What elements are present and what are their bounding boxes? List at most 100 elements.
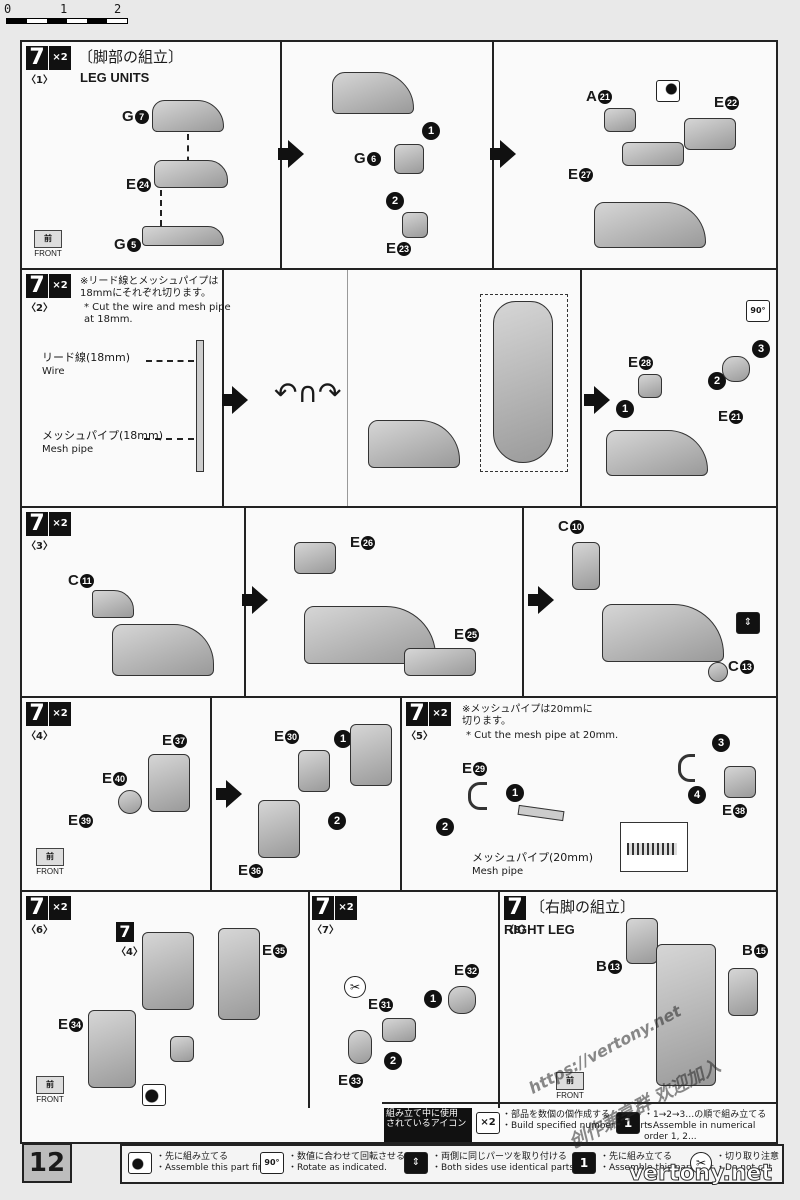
guide-line <box>144 438 194 440</box>
step-order-2: 2 <box>436 818 454 836</box>
mesh-label-jp: メッシュパイプ(18mm) <box>42 429 164 442</box>
panel-7-5: 7×2 〈5〉 ※メッシュパイプは20mmに 切ります。 * Cut the m… <box>402 698 776 890</box>
mesh-label-jp: メッシュパイプ(20mm) <box>472 851 594 864</box>
bend-wire-icon: ↶∩↷ <box>274 376 342 409</box>
step-number: 7 <box>26 702 48 726</box>
detail-box <box>480 294 568 472</box>
part-leg-unit <box>606 430 708 476</box>
assemble-first-alt-icon: 1 <box>572 1152 596 1174</box>
step-order-2: 2 <box>384 1052 402 1070</box>
step-badge: 7×2 〈1〉 <box>26 46 71 86</box>
step-badge: 7×2 〈4〉 <box>26 702 71 742</box>
cut-note-en: * Cut the mesh pipe at 20mm. <box>466 730 619 741</box>
front-indicator: 前 FRONT <box>556 1072 584 1100</box>
both-sides-icon: ⇕ <box>404 1152 428 1174</box>
legend-build-number: ・部品を数個の個作成する・Build specified number of p… <box>502 1110 656 1131</box>
front-icon: 前 <box>36 848 64 866</box>
detail-inset <box>620 822 688 872</box>
step-substep: 〈6〉 <box>26 925 53 936</box>
rotate-icon: 90° <box>746 300 770 322</box>
section-title-jp: 〔右脚の組立〕 <box>530 898 636 916</box>
step-substep: 〈7〉 <box>312 925 339 936</box>
part-e24 <box>154 160 228 188</box>
symbols-legend-bottom: ・先に組み立てる・Assemble this part first. 90° ・… <box>120 1144 784 1184</box>
part-e30 <box>298 750 330 792</box>
wire-bent <box>678 754 695 782</box>
panel-7-2-c <box>348 270 582 506</box>
multiplier: ×2 <box>49 274 71 298</box>
multiply-icon: ×2 <box>476 1112 500 1134</box>
step-order-1: 1 <box>334 730 352 748</box>
multiplier: ×2 <box>49 896 71 920</box>
multiplier: ×2 <box>49 702 71 726</box>
part-e37-assembled <box>350 724 392 786</box>
wire-piece <box>196 340 204 472</box>
assemble-first-icon <box>142 1084 166 1106</box>
do-not-cut-icon: ✂ <box>690 1152 712 1174</box>
ruler-mark-2: 2 <box>114 2 122 16</box>
ruler-bar <box>6 18 128 24</box>
step-order-2: 2 <box>386 192 404 210</box>
wire-label-jp: リード線(18mm) <box>42 351 131 364</box>
part-leg-unit <box>602 604 724 662</box>
step-number: 7 <box>26 274 48 298</box>
scale-ruler: 0 1 2 <box>0 0 140 24</box>
ruler-mark-0: 0 <box>4 2 12 16</box>
part-leg-top-view <box>493 301 553 463</box>
wire-label-en: Wire <box>42 366 65 377</box>
front-label: FRONT <box>34 249 62 258</box>
ruler-mark-1: 1 <box>60 2 68 16</box>
part-e31 <box>382 1018 416 1042</box>
legend-assemble-first: ・先に組み立てる・Assemble this part first. <box>156 1152 273 1173</box>
part-e37 <box>148 754 190 812</box>
part-c13 <box>708 662 728 682</box>
part-b13 <box>626 918 658 964</box>
step-badge: 7×2 〈7〉 <box>312 896 357 936</box>
step-order-1: 1 <box>616 400 634 418</box>
step-number: 7 <box>26 46 48 70</box>
mesh-pipe-piece <box>517 804 565 822</box>
multiplier: ×2 <box>429 702 451 726</box>
section-title-jp: 〔脚部の組立〕 <box>78 48 184 66</box>
part-c11 <box>92 590 134 618</box>
next-arrow-icon <box>216 780 242 808</box>
part-leg-unit <box>368 420 460 468</box>
watermark-logo: vertony.net <box>628 1161 772 1187</box>
part-e22 <box>684 118 736 150</box>
step-order-3: 3 <box>712 734 730 752</box>
order-icon: 1 <box>616 1112 640 1134</box>
multiplier: ×2 <box>335 896 357 920</box>
step-badge: 7×2 〈5〉 <box>406 702 451 742</box>
part-b15 <box>728 968 758 1016</box>
part-e35 <box>218 928 260 1020</box>
part-e34 <box>88 1010 136 1088</box>
part-e28 <box>638 374 662 398</box>
step-badge: 7 〈8〉 <box>504 896 531 936</box>
step-order-1: 1 <box>506 784 524 802</box>
mesh-detail <box>627 843 677 855</box>
rotate-icon: 90° <box>260 1152 284 1174</box>
part-leg-shell <box>332 72 414 114</box>
step-number: 7 <box>26 512 48 536</box>
